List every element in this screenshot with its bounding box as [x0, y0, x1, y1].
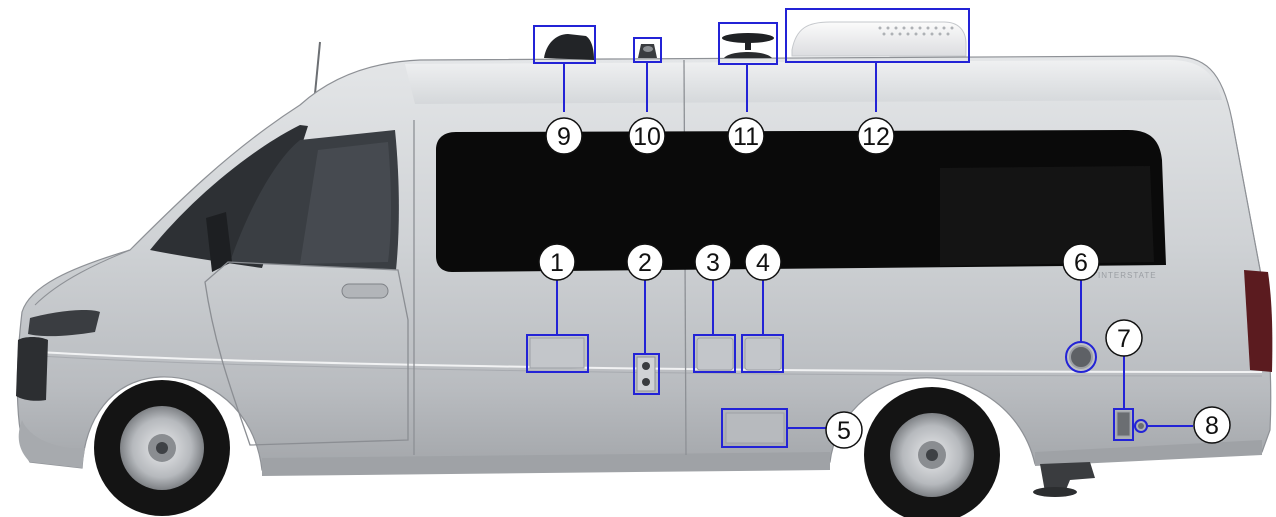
callout-overlays — [526, 8, 1193, 448]
callout-marker-8: 8 — [1193, 406, 1231, 444]
front-bumper — [18, 420, 86, 468]
body-crease — [39, 351, 1263, 373]
callout-marker-9: 9 — [545, 117, 583, 155]
callout-number-12: 12 — [862, 123, 890, 151]
rear-hitch — [1033, 462, 1095, 497]
panel-3-hatch — [696, 337, 734, 371]
panel-1-hatch — [529, 337, 585, 369]
callout-marker-2: 2 — [626, 243, 664, 281]
callout-marker-10: 10 — [628, 117, 666, 155]
callout-box-12 — [785, 8, 970, 63]
front-door — [204, 261, 409, 446]
callout-number-11: 11 — [733, 123, 759, 151]
callout-number-5: 5 — [837, 417, 851, 445]
access-panels — [529, 337, 1144, 444]
callout-number-9: 9 — [557, 123, 571, 151]
callout-marker-3: 3 — [694, 243, 732, 281]
callout-marker-5: 5 — [825, 411, 863, 449]
callout-box-2 — [633, 353, 660, 395]
callout-marker-6: 6 — [1062, 243, 1100, 281]
panel-5-hatch — [725, 412, 785, 444]
roof-antenna-dome — [544, 34, 594, 60]
front-wheel — [94, 380, 230, 516]
tail-light — [1244, 270, 1273, 372]
callout-number-6: 6 — [1074, 249, 1088, 277]
callout-marker-7: 7 — [1105, 319, 1143, 357]
callout-marker-12: 12 — [857, 117, 895, 155]
rear-wheel — [864, 387, 1000, 517]
roof-panel — [405, 60, 1222, 104]
front-door-handle — [341, 283, 389, 299]
callout-number-7: 7 — [1117, 325, 1131, 353]
grille — [16, 337, 48, 401]
callout-marker-4: 4 — [744, 243, 782, 281]
callout-number-2: 2 — [638, 249, 652, 277]
callout-number-3: 3 — [706, 249, 720, 277]
callout-box-7 — [1113, 408, 1134, 441]
callout-number-1: 1 — [550, 249, 564, 277]
callout-box-1 — [526, 334, 589, 373]
panel-6-port — [1069, 345, 1093, 369]
roof-satellite-antenna — [722, 33, 774, 58]
callout-marker-1: 1 — [538, 243, 576, 281]
roof-air-conditioner — [791, 21, 967, 57]
callout-number-10: 10 — [633, 123, 661, 151]
brand-badge: INTERSTATE — [1098, 271, 1157, 280]
roof-camera — [638, 44, 657, 58]
rocker-panel — [262, 452, 830, 476]
side-mirror — [206, 212, 232, 272]
callout-box-3 — [693, 334, 736, 373]
headlight — [28, 310, 100, 337]
panel-7-outlet — [1116, 411, 1131, 437]
callout-marker-11: 11 — [727, 117, 765, 155]
callout-number-8: 8 — [1205, 412, 1219, 440]
callout-ring-6 — [1065, 341, 1097, 373]
callout-number-4: 4 — [756, 249, 770, 277]
panel-2-outlets — [636, 356, 656, 392]
panel-8-port — [1138, 423, 1144, 429]
panel-4-hatch — [744, 337, 782, 371]
callout-box-4 — [741, 334, 784, 373]
